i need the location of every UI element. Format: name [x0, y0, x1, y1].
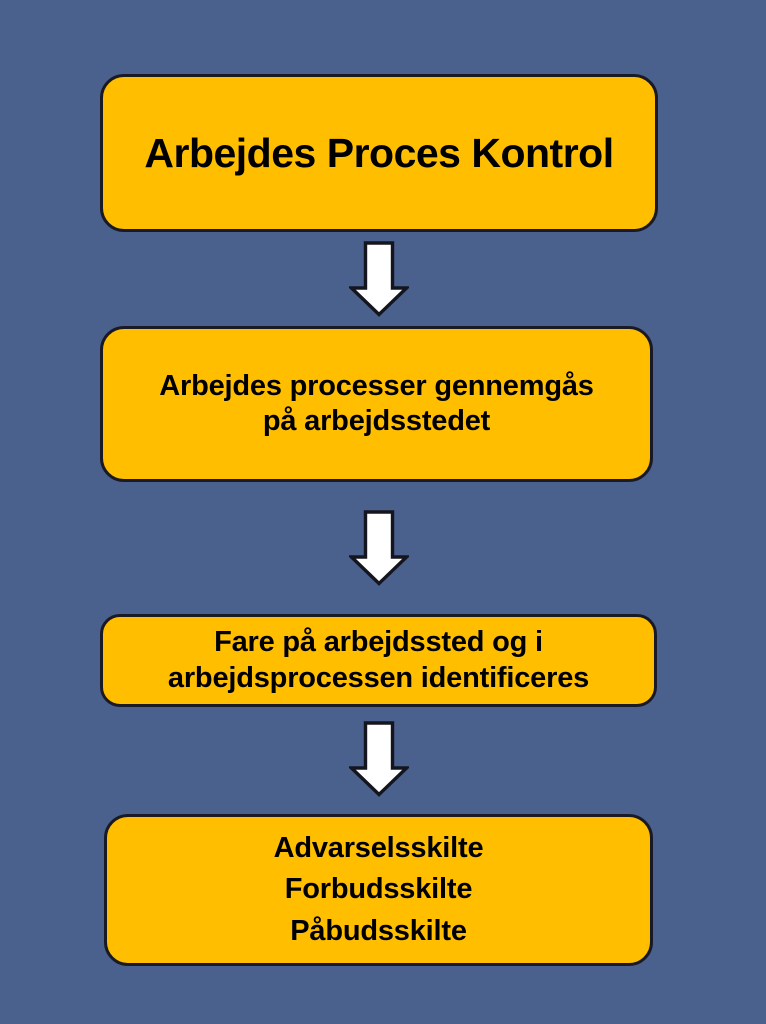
arrow-down-icon-3: [349, 721, 409, 797]
flowchart-node-step-1: Arbejdes processer gennemgås på arbejdss…: [100, 326, 653, 482]
node-title-line-1: Arbejdes Proces Kontrol: [144, 129, 614, 176]
flowchart-node-step-2: Fare på arbejdssted og i arbejdsprocesse…: [100, 614, 657, 707]
flowchart-node-outcome: Advarselsskilte Forbudsskilte Påbudsskil…: [104, 814, 653, 966]
node-step-1-line-2: på arbejdsstedet: [262, 405, 491, 437]
node-outcome-line-2: Forbudsskilte: [284, 873, 473, 906]
node-outcome-line-3: Påbudsskilte: [290, 914, 467, 947]
node-outcome-text: Advarselsskilte Forbudsskilte Påbudsskil…: [121, 828, 636, 952]
node-outcome-line-1: Advarselsskilte: [273, 832, 484, 865]
node-step-1-line-1: Arbejdes processer gennemgås: [159, 369, 594, 402]
arrow-down-icon-2: [349, 510, 409, 586]
node-step-2-line-2: arbejdsprocessen identificeres: [167, 661, 590, 694]
node-title-text: Arbejdes Proces Kontrol: [117, 128, 641, 178]
node-step-1-text: Arbejdes processer gennemgås på arbejdss…: [117, 369, 636, 440]
arrow-down-icon-1: [349, 241, 409, 317]
node-step-2-line-1: Fare på arbejdssted og i: [214, 626, 543, 659]
node-step-2-text: Fare på arbejdssted og i arbejdsprocesse…: [117, 625, 640, 696]
flowchart-node-title: Arbejdes Proces Kontrol: [100, 74, 658, 232]
